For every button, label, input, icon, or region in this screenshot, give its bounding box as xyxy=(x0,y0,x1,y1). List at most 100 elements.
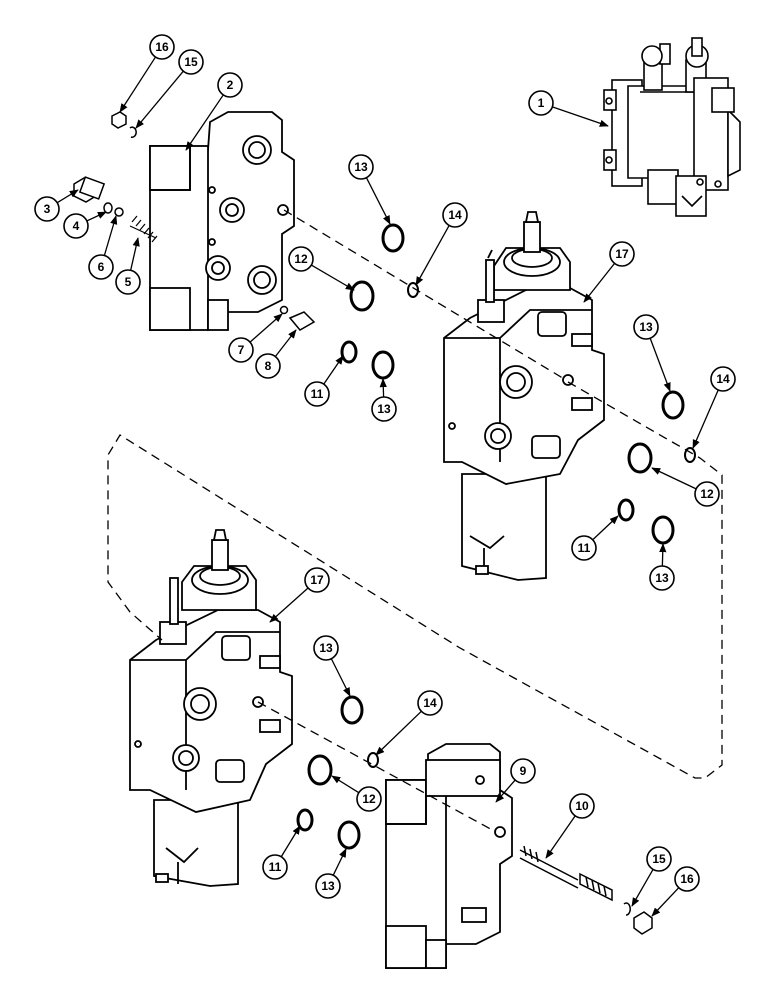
callout-number: 6 xyxy=(98,260,105,274)
callout-c13d: 13 xyxy=(649,565,675,591)
callout-number: 12 xyxy=(362,792,376,806)
leader-line-c8 xyxy=(274,329,297,357)
callout-number: 4 xyxy=(73,219,80,233)
callout-c11c: 11 xyxy=(262,854,288,880)
callout-c4: 4 xyxy=(63,213,89,239)
callout-circle xyxy=(315,873,341,899)
callout-number: 7 xyxy=(238,343,245,357)
callout-number: 11 xyxy=(311,387,324,401)
leader-line-c13c xyxy=(649,338,671,392)
callout-number: 1 xyxy=(538,96,545,110)
callout-c14a: 14 xyxy=(442,202,468,228)
leader-line-c11a xyxy=(323,355,344,385)
callout-circle xyxy=(288,246,314,272)
callout-labels: 1234567891011111112121213131313131314141… xyxy=(34,34,736,899)
callout-circle xyxy=(528,90,554,116)
callout-c7: 7 xyxy=(228,337,254,363)
callout-c12c: 12 xyxy=(356,786,382,812)
leader-line-c9 xyxy=(495,779,516,803)
callout-number: 16 xyxy=(155,40,169,54)
leader-line-c11b xyxy=(592,515,619,541)
callout-c17b: 17 xyxy=(304,567,330,593)
callout-number: 9 xyxy=(520,764,527,778)
callout-circle xyxy=(649,565,675,591)
leader-line-c14a xyxy=(415,225,450,286)
callout-c15b: 15 xyxy=(646,846,672,872)
callout-circle xyxy=(255,353,281,379)
callout-c17a: 17 xyxy=(609,241,635,267)
leader-line-c6 xyxy=(103,215,118,256)
leader-line-c3 xyxy=(56,189,79,204)
callout-number: 13 xyxy=(319,641,333,655)
leader-line-c11c xyxy=(280,825,301,858)
callout-number: 15 xyxy=(184,55,198,69)
leader-line-c13a xyxy=(365,177,391,225)
callout-c11b: 11 xyxy=(571,535,597,561)
leader-line-c2 xyxy=(185,94,224,151)
callout-number: 8 xyxy=(265,359,272,373)
callout-circle xyxy=(371,396,397,422)
seal-rings xyxy=(296,223,696,850)
callout-number: 13 xyxy=(354,160,368,174)
callout-circle xyxy=(569,793,595,819)
leader-line-c1 xyxy=(552,106,609,127)
small-parts-top xyxy=(73,111,316,331)
leader-line-c17b xyxy=(269,587,309,623)
callout-circle xyxy=(571,535,597,561)
callout-circle xyxy=(646,846,672,872)
callout-number: 2 xyxy=(227,78,234,92)
assembly-dashed-lines xyxy=(107,209,723,833)
callout-c14c: 14 xyxy=(417,690,443,716)
assembled-valve-thumbnail xyxy=(603,37,741,217)
callout-circle xyxy=(510,758,536,784)
callout-c10: 10 xyxy=(569,793,595,819)
leader-line-c16a xyxy=(119,56,157,113)
leader-line-c15a xyxy=(135,70,184,129)
callout-c13a: 13 xyxy=(348,154,374,180)
callout-number: 5 xyxy=(125,275,132,289)
callout-circle xyxy=(710,366,736,392)
leader-line-c13b xyxy=(379,378,387,398)
valve-section-upper xyxy=(443,211,605,581)
callout-circle xyxy=(115,269,141,295)
leader-line-c17a xyxy=(583,263,616,303)
leader-line-c5 xyxy=(130,237,140,271)
callout-number: 13 xyxy=(377,402,391,416)
callout-c16a: 16 xyxy=(149,34,175,60)
callout-c14b: 14 xyxy=(710,366,736,392)
leader-line-c10 xyxy=(545,815,576,859)
leader-line-c12a xyxy=(311,264,355,291)
small-parts-bottom xyxy=(519,845,653,935)
callout-number: 3 xyxy=(44,202,51,216)
callout-c12a: 12 xyxy=(288,246,314,272)
callout-number: 16 xyxy=(680,872,694,886)
callout-circle xyxy=(417,690,443,716)
callout-c11a: 11 xyxy=(304,381,330,407)
leader-line-c12c xyxy=(331,775,360,794)
leader-line-c15b xyxy=(631,869,654,907)
callout-number: 12 xyxy=(294,252,308,266)
leader-line-c14b xyxy=(692,389,719,449)
callout-circle xyxy=(217,72,243,98)
callout-number: 11 xyxy=(269,860,282,874)
callout-circle xyxy=(88,254,114,280)
callout-circle xyxy=(178,49,204,75)
callout-c6: 6 xyxy=(88,254,114,280)
callout-c8: 8 xyxy=(255,353,281,379)
callout-circle xyxy=(63,213,89,239)
valve-section-lower xyxy=(129,529,293,887)
callout-number: 11 xyxy=(578,541,591,555)
callout-c2: 2 xyxy=(217,72,243,98)
callout-c15a: 15 xyxy=(178,49,204,75)
callout-circle xyxy=(228,337,254,363)
callout-c16b: 16 xyxy=(674,866,700,892)
callout-c13c: 13 xyxy=(633,314,659,340)
callout-c13e: 13 xyxy=(313,635,339,661)
callout-circle xyxy=(633,314,659,340)
callout-number: 15 xyxy=(652,852,666,866)
callout-c12b: 12 xyxy=(694,481,720,507)
callout-circle xyxy=(609,241,635,267)
outlet-end-cover xyxy=(385,743,513,969)
callout-number: 13 xyxy=(321,879,335,893)
